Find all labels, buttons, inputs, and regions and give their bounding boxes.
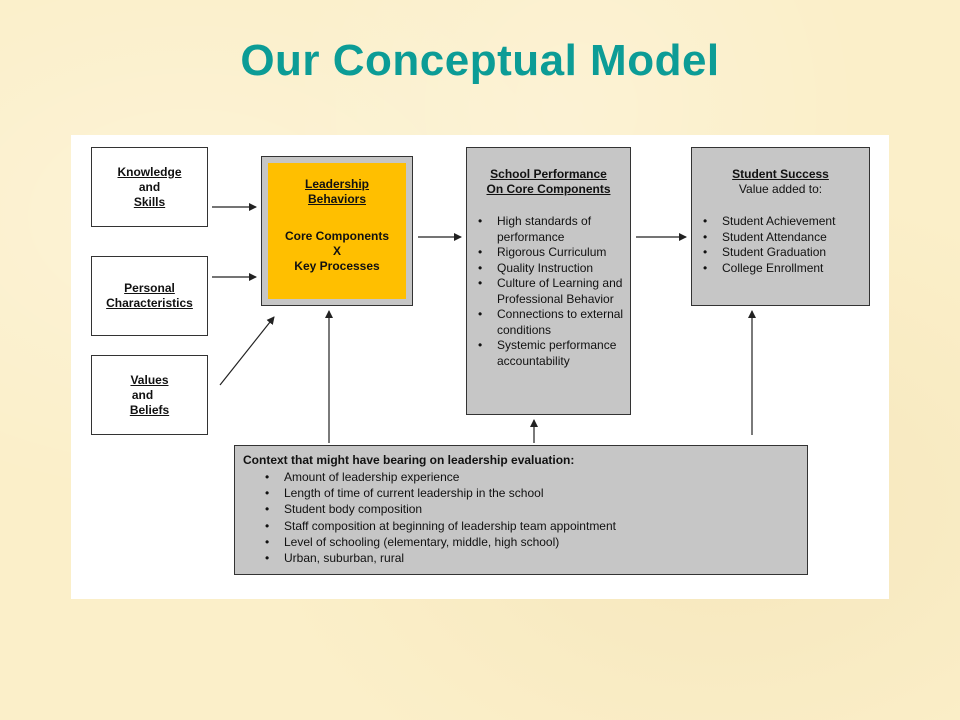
arrow-values-to-leadership — [219, 316, 275, 386]
knowledge-label: Knowledge — [117, 164, 182, 179]
student-success-box: Student Success Value added to: Student … — [691, 147, 870, 306]
list-item: Staff composition at beginning of leader… — [265, 518, 807, 534]
personal-label: Personal — [124, 281, 175, 295]
list-item: High standards of performance — [478, 214, 630, 245]
school-list: High standards of performance Rigorous C… — [478, 214, 630, 369]
list-item: Culture of Learning and Professional Beh… — [478, 276, 630, 307]
context-heading: Context that might have bearing on leade… — [243, 453, 575, 467]
school-performance-box: School Performance On Core Components Hi… — [466, 147, 631, 415]
values-and-label: and — [131, 387, 154, 402]
list-item: Student Graduation — [703, 245, 869, 261]
list-item: Connections to external conditions — [478, 307, 630, 338]
list-item: Student body composition — [265, 501, 807, 517]
leadership-behaviors-box: Leadership Behaviors Core Components X K… — [261, 156, 413, 306]
student-list: Student Achievement Student Attendance S… — [703, 214, 869, 277]
values-beliefs-box: Values and Beliefs — [91, 355, 208, 435]
list-item: Amount of leadership experience — [265, 469, 807, 485]
school-heading-1: School Performance — [490, 167, 607, 181]
list-item: Systemic performance accountability — [478, 338, 630, 369]
beliefs-label: Beliefs — [129, 402, 170, 417]
knowledge-and-label: and — [138, 179, 161, 194]
list-item: Student Attendance — [703, 230, 869, 246]
list-item: Length of time of current leadership in … — [265, 485, 807, 501]
list-item: Urban, suburban, rural — [265, 550, 807, 566]
values-label: Values — [130, 372, 169, 387]
student-subheading: Value added to: — [738, 182, 823, 196]
characteristics-label: Characteristics — [106, 296, 193, 310]
leadership-heading-2: Behaviors — [307, 192, 367, 206]
context-list: Amount of leadership experience Length o… — [265, 469, 807, 566]
times-label: X — [332, 244, 341, 258]
connector-arrows — [212, 203, 756, 443]
core-components-label: Core Components — [284, 229, 389, 243]
knowledge-skills-box: Knowledge and Skills — [91, 147, 208, 227]
list-item: Rigorous Curriculum — [478, 245, 630, 261]
leadership-inner: Leadership Behaviors Core Components X K… — [268, 163, 406, 299]
context-box: Context that might have bearing on leade… — [234, 445, 808, 575]
list-item: Level of schooling (elementary, middle, … — [265, 534, 807, 550]
list-item: College Enrollment — [703, 261, 869, 277]
student-heading: Student Success — [732, 167, 829, 181]
key-processes-label: Key Processes — [294, 259, 380, 273]
slide-title: Our Conceptual Model — [240, 36, 720, 85]
personal-characteristics-box: Personal Characteristics — [91, 256, 208, 336]
leadership-heading-1: Leadership — [304, 177, 370, 191]
diagram-panel: Knowledge and Skills Personal Characteri… — [71, 135, 889, 599]
list-item: Student Achievement — [703, 214, 869, 230]
skills-label: Skills — [133, 194, 166, 209]
list-item: Quality Instruction — [478, 261, 630, 277]
school-heading-2: On Core Components — [486, 182, 611, 196]
